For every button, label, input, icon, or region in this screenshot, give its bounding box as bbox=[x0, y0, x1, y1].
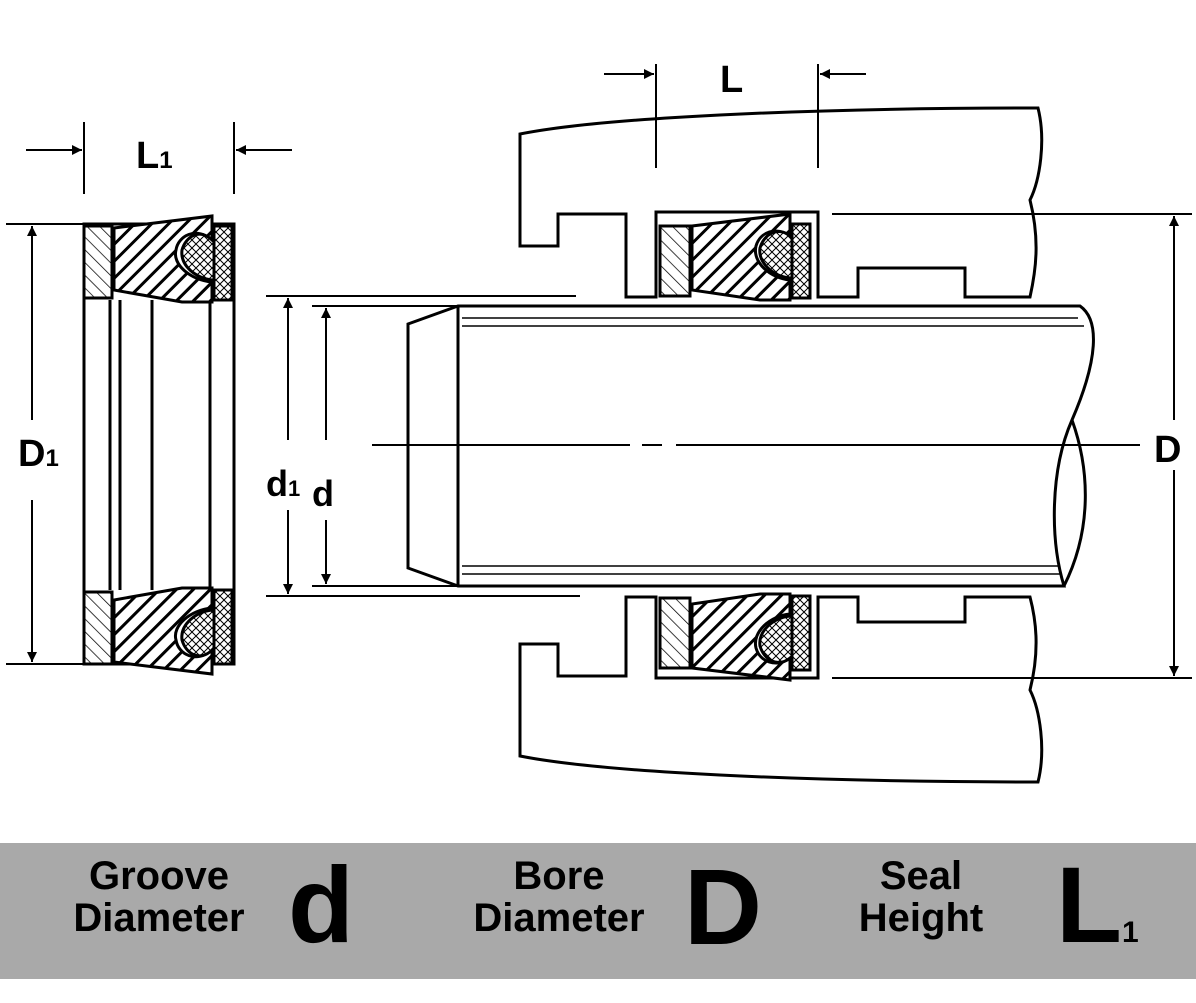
legend-groove-line2: Diameter bbox=[73, 896, 245, 940]
l1-label: L1 bbox=[136, 135, 173, 177]
legend-groove-line1: Groove bbox=[88, 854, 230, 898]
legend-seal-line2: Height bbox=[858, 896, 984, 940]
d-small-label: d bbox=[312, 473, 334, 514]
legend-groove-diameter: Groove Diameter d bbox=[0, 843, 400, 979]
legend-bore-line2: Diameter bbox=[473, 896, 645, 940]
housing-top bbox=[518, 106, 1044, 299]
legend-bore-symbol: D bbox=[684, 846, 762, 967]
installed-seal-bottom bbox=[658, 592, 812, 682]
d1-small-label: d1 bbox=[266, 463, 300, 504]
legend-seal-line1: Seal bbox=[879, 854, 963, 898]
bore-d-label: D bbox=[1154, 429, 1181, 471]
legend-bore-line1: Bore bbox=[513, 854, 605, 898]
bore-d-dimension bbox=[832, 213, 1192, 679]
legend-bar: Groove Diameter d Bore Diameter D Seal H… bbox=[0, 843, 1196, 979]
seal-installation-drawing: L1 D1 bbox=[6, 59, 1192, 784]
installed-seal-top bbox=[658, 212, 812, 302]
legend-groove-symbol: d bbox=[288, 844, 354, 965]
l-dimension bbox=[604, 64, 866, 168]
legend-seal-symbol: L1 bbox=[1056, 844, 1139, 965]
d1-dimension bbox=[6, 223, 90, 665]
legend-seal-height: Seal Height L1 bbox=[800, 843, 1196, 979]
legend-groove-words: Groove Diameter bbox=[34, 855, 284, 939]
l-label: L bbox=[720, 59, 743, 101]
legend-bore-words: Bore Diameter bbox=[434, 855, 684, 939]
d1-label: D1 bbox=[18, 433, 59, 475]
free-seal-view bbox=[82, 214, 236, 676]
l1-dimension bbox=[26, 122, 292, 194]
housing-bottom bbox=[518, 595, 1044, 784]
legend-bore-diameter: Bore Diameter D bbox=[400, 843, 800, 979]
legend-seal-words: Seal Height bbox=[826, 855, 1016, 939]
piston-rod bbox=[372, 304, 1140, 588]
d1-d-dimensions bbox=[266, 295, 580, 597]
